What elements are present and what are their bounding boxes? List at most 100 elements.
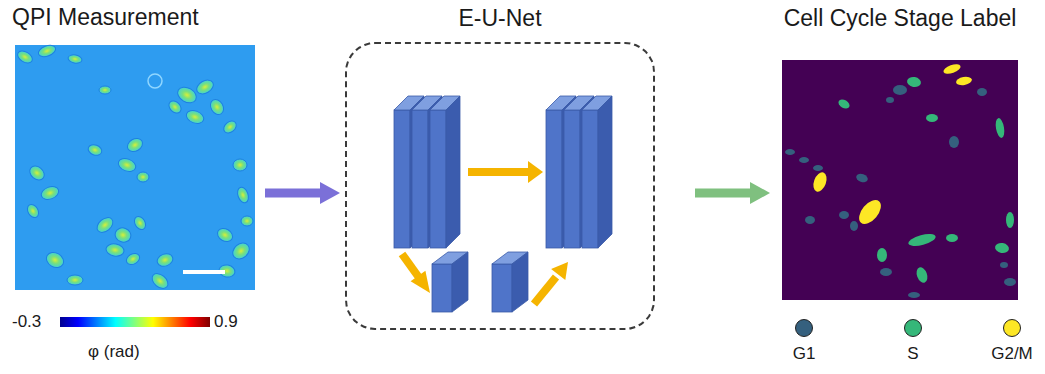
skip-arrow [551, 262, 568, 280]
cell-g1 [949, 136, 959, 148]
cell-g2m [955, 76, 972, 87]
cell-g2m [811, 171, 829, 194]
cell-s [907, 232, 937, 249]
label-image [782, 60, 1018, 300]
cell-blob [241, 216, 253, 226]
image-panel: Cell Cycle Stage Label [782, 60, 1018, 300]
cell-g2m [942, 62, 962, 76]
cell-s [837, 76, 1014, 284]
network-layer-block [492, 264, 512, 312]
network-layer-block [512, 252, 528, 312]
skip-arrow [402, 161, 568, 304]
cell-blob [221, 119, 238, 136]
cell-s [994, 242, 1010, 254]
cell-g1 [839, 211, 849, 219]
cell-blob [87, 143, 104, 157]
cell-blob [39, 184, 60, 201]
network-layer-block [412, 110, 428, 248]
cell-blob [67, 275, 83, 285]
cell-blob [116, 156, 137, 173]
cell-g1 [886, 97, 894, 103]
legend-swatch [904, 319, 922, 337]
cell-blob [149, 271, 171, 292]
cell-blob [124, 251, 141, 267]
cell-s [915, 266, 930, 284]
network-layer-block [452, 252, 468, 312]
cell-blob [16, 49, 35, 66]
cell-blob [167, 99, 184, 116]
phase-image [148, 74, 162, 88]
network-box: E-U-Net [345, 42, 655, 330]
cell-blob [125, 136, 145, 154]
scale-bar [183, 270, 225, 274]
skip-arrow [528, 161, 543, 183]
cell-g1 [893, 85, 907, 95]
cell-blob [99, 86, 111, 94]
cell-blob [137, 172, 149, 182]
cell-blob [184, 108, 205, 125]
cell-blob [16, 43, 253, 291]
network-layer-block [446, 96, 460, 248]
cell-blob [44, 249, 67, 270]
cell-blob [230, 240, 253, 262]
network-layer-block [394, 96, 612, 312]
cell-s [877, 248, 887, 262]
network-layer-block [546, 110, 562, 248]
skip-arrow [411, 271, 430, 293]
cell-blob [215, 226, 235, 244]
colorbar [60, 317, 210, 327]
legend-swatch [795, 319, 813, 337]
legend-label: S [907, 344, 918, 364]
cell-s [926, 114, 938, 122]
cell-blob [105, 243, 125, 258]
network-layer-block [432, 264, 452, 312]
cell-blob [27, 163, 47, 182]
cell-g1 [850, 221, 858, 231]
cell-s [837, 98, 851, 111]
skip-arrow [534, 277, 556, 304]
panel-heading: QPI Measurement [12, 3, 199, 31]
skip-arrow [468, 168, 529, 176]
cell-g1 [799, 157, 809, 163]
cell-blob [94, 215, 116, 236]
label-image [782, 60, 1018, 300]
network-layer-block [394, 110, 410, 248]
cell-g2m [855, 196, 885, 228]
cell-s [906, 76, 922, 88]
cell-blob [236, 186, 251, 204]
cell-g1 [1004, 278, 1016, 286]
cell-g1 [813, 165, 823, 171]
skip-arrow [402, 254, 420, 279]
cell-blob [194, 77, 216, 96]
network-layer-block [582, 110, 598, 248]
phase-image [15, 43, 255, 291]
cell-g1 [855, 172, 869, 184]
network-layer-block [430, 110, 446, 248]
colorbar-tick: 0.9 [214, 312, 238, 332]
cell-s [946, 234, 958, 242]
cell-g1 [880, 268, 892, 276]
cell-g1 [805, 216, 815, 224]
cell-blob [37, 43, 57, 59]
colorbar-tick: -0.3 [12, 312, 41, 332]
cell-g1 [785, 149, 795, 155]
cell-blob [67, 54, 82, 64]
panel-heading: E-U-Net [458, 4, 541, 32]
panel-heading: Cell Cycle Stage Label [784, 4, 1017, 32]
cell-blob [25, 202, 41, 219]
network-layer-block [598, 96, 612, 248]
cell-g1 [977, 88, 987, 96]
cell-blob [132, 214, 148, 231]
cell-blob [155, 252, 174, 269]
cell-s [1006, 212, 1014, 228]
legend-swatch [1003, 319, 1021, 337]
legend-label: G1 [793, 344, 816, 364]
phase-image [15, 45, 255, 290]
cell-g2m [811, 62, 973, 228]
flow-arrow [265, 189, 322, 198]
legend-label: G2/M [991, 344, 1033, 364]
